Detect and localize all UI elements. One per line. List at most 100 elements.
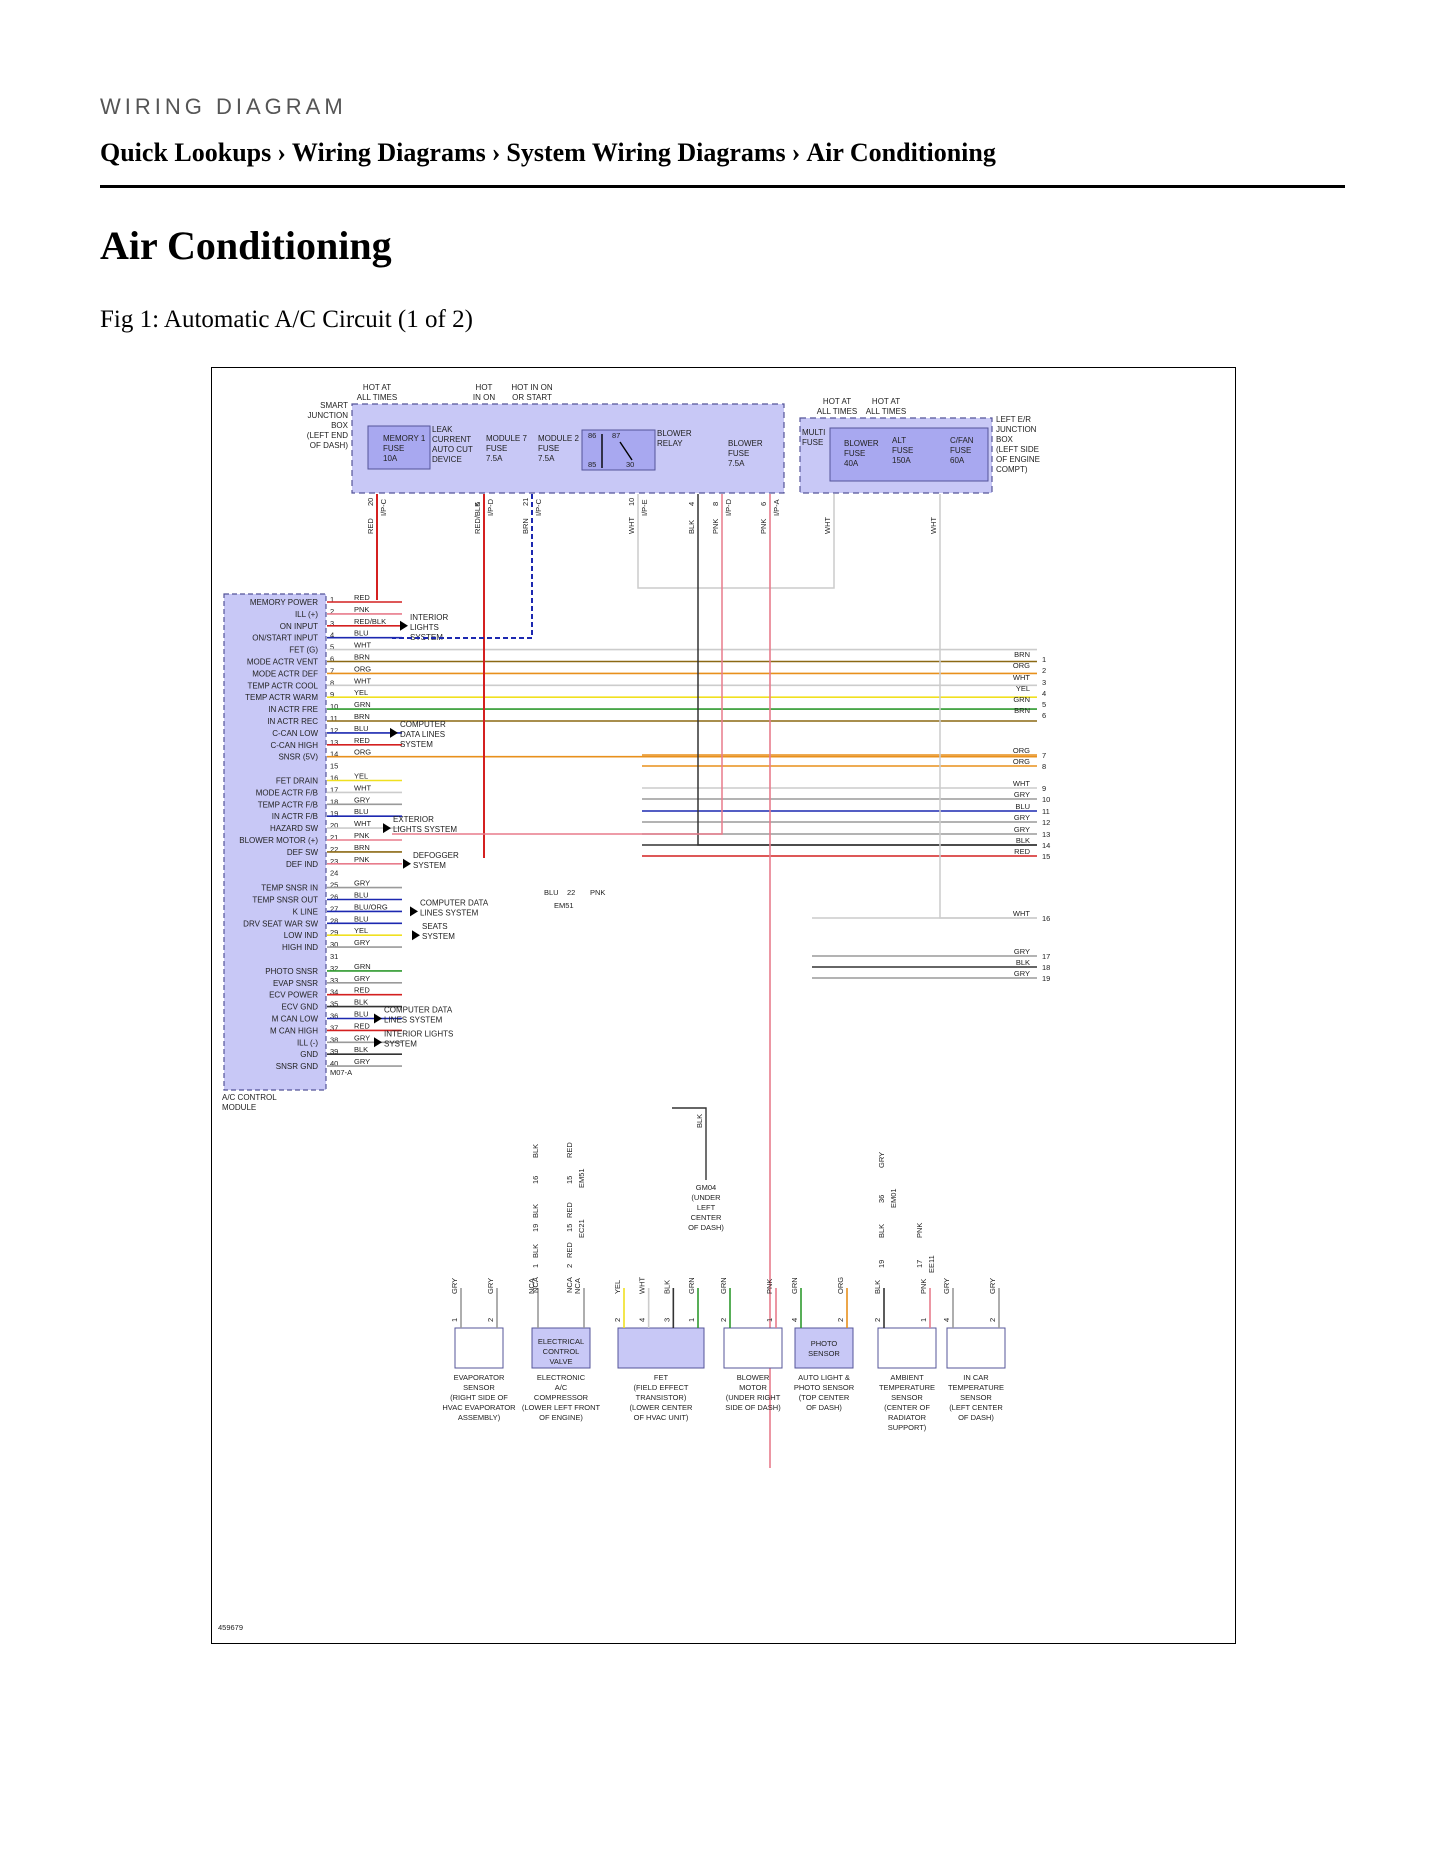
module-pin-number: 13 xyxy=(330,738,338,747)
component-wire-color: GRY xyxy=(988,1278,997,1294)
top-wire-connector-label: I/P-C xyxy=(534,498,543,516)
module7-fuse-label: 7.5A xyxy=(486,454,503,463)
component-name-label: OF ENGINE) xyxy=(539,1413,583,1422)
module-pin-number: 21 xyxy=(330,833,338,842)
page-title: Air Conditioning xyxy=(100,223,392,268)
diagram-id: 459679 xyxy=(218,1623,243,1632)
module-pin-number: 33 xyxy=(330,976,338,985)
leak-current-device-label: DEVICE xyxy=(432,455,462,464)
module-pin-wire-color: WHT xyxy=(354,676,371,685)
relay-pin-label: 85 xyxy=(588,460,596,469)
component-name-label: COMPRESSOR xyxy=(534,1393,589,1402)
breadcrumb-system-wiring-diagrams[interactable]: System Wiring Diagrams xyxy=(506,138,786,167)
connector-pin: 2 xyxy=(565,1264,574,1268)
continuation-number: 12 xyxy=(1042,818,1050,827)
module-pin-number: 35 xyxy=(330,1000,338,1009)
component-name-label: ELECTRONIC xyxy=(537,1373,586,1382)
relay-pin-label: 86 xyxy=(588,431,596,440)
module-pin-number: 25 xyxy=(330,881,338,890)
reference-arrow xyxy=(374,1013,382,1024)
top-wire-color-label: WHT xyxy=(929,517,938,534)
module-pin-name: TEMP ACTR WARM xyxy=(245,693,318,702)
component-name-label: AUTO LIGHT & xyxy=(798,1373,850,1382)
er-junction-box-label: JUNCTION xyxy=(996,425,1037,434)
connector-pin: 17 xyxy=(915,1260,924,1268)
component-name-label: SENSOR xyxy=(463,1383,495,1392)
module-pin-number: 9 xyxy=(330,690,334,699)
module-pin-name: MODE ACTR F/B xyxy=(256,788,318,797)
component-name-label: (LOWER LEFT FRONT xyxy=(522,1403,601,1412)
system-reference-label: COMPUTER DATA xyxy=(420,898,489,907)
component-name-label: BLOWER xyxy=(737,1373,770,1382)
component-wire-color: GRN xyxy=(790,1277,799,1294)
top-wire-color-label: BLK xyxy=(687,520,696,534)
module-pin-name: HAZARD SW xyxy=(270,824,318,833)
module-pin-wire-color: ORG xyxy=(354,664,371,673)
continuation-number: 19 xyxy=(1042,974,1050,983)
system-reference-label: SYSTEM xyxy=(422,932,455,941)
memory-fuse-box xyxy=(367,425,431,470)
ground-label: CENTER xyxy=(691,1213,722,1222)
continuation-color-label: ORG xyxy=(1013,746,1030,755)
memory-fuse-label: FUSE xyxy=(383,444,404,453)
top-wire-color-label: WHT xyxy=(823,517,832,534)
ground-wire xyxy=(672,1107,707,1180)
component-pin: 4 xyxy=(942,1318,951,1322)
component-name-label: TEMPERATURE xyxy=(948,1383,1004,1392)
component-photo xyxy=(794,1327,854,1369)
breadcrumb-current: Air Conditioning xyxy=(806,138,996,167)
breadcrumb-wiring-diagrams[interactable]: Wiring Diagrams xyxy=(291,138,486,167)
module-pin-name: M CAN LOW xyxy=(272,1015,319,1024)
top-wire-connector-label: I/P-E xyxy=(640,499,649,516)
component-evap xyxy=(454,1327,504,1369)
top-wire-color-label: PNK xyxy=(759,519,768,534)
system-reference-label: COMPUTER xyxy=(400,720,446,729)
top-wire-pin-label: 20 xyxy=(366,498,375,506)
system-reference-label: LIGHTS SYSTEM xyxy=(393,825,457,834)
ac-control-module xyxy=(223,593,327,1091)
module-pin-wire-color: RED xyxy=(354,986,370,995)
on-start-input-wire xyxy=(392,494,533,639)
module-pin-wire-color: BLU xyxy=(354,724,369,733)
module-pin-name: ON INPUT xyxy=(280,622,318,631)
connector-wire-color: BLK xyxy=(877,1224,886,1238)
component-pin: 4 xyxy=(790,1318,799,1322)
module-pin-name: FET DRAIN xyxy=(276,777,318,786)
component-name-label: EVAPORATOR xyxy=(454,1373,505,1382)
top-wire-pin-label: 6 xyxy=(759,502,768,506)
component-pin: 1 xyxy=(919,1318,928,1322)
continuation-number: 8 xyxy=(1042,762,1046,771)
module-pin-name: MODE ACTR DEF xyxy=(252,669,318,678)
component-wire-color: PNK xyxy=(919,1279,928,1294)
module-pin-wire-color: BRN xyxy=(354,653,370,662)
figure-caption: Fig 1: Automatic A/C Circuit (1 of 2) xyxy=(100,306,473,333)
reference-arrow xyxy=(390,727,398,738)
power-label: HOT AT xyxy=(363,383,391,392)
component-wire-color: WHT xyxy=(638,1277,647,1294)
connector-label: EM01 xyxy=(889,1188,898,1208)
module-pin-wire-color: BRN xyxy=(354,712,370,721)
top-wire-pin-label: 21 xyxy=(521,498,530,506)
module2-fuse-label: 7.5A xyxy=(538,454,555,463)
breadcrumb-quick-lookups[interactable]: Quick Lookups xyxy=(100,138,272,167)
leak-current-device-label: CURRENT xyxy=(432,435,471,444)
component-pin: 2 xyxy=(988,1318,997,1322)
continuation-number: 4 xyxy=(1042,689,1046,698)
component-name-label: RADIATOR xyxy=(888,1413,927,1422)
component-inner-label: CONTROL xyxy=(543,1347,580,1356)
system-reference-label: COMPUTER DATA xyxy=(384,1006,453,1015)
module-pin-number: 4 xyxy=(330,631,334,640)
module-pin-number: 38 xyxy=(330,1035,338,1044)
wht-right-wire xyxy=(939,494,1037,919)
module-pin-number: 12 xyxy=(330,726,338,735)
connector-pin: 1 xyxy=(531,1264,540,1268)
module-pin-wire-color: PNK xyxy=(354,605,369,614)
component-name-label: SENSOR xyxy=(960,1393,992,1402)
smart-junction-box-label: BOX xyxy=(331,421,349,430)
connector-wire-color: RED xyxy=(565,1202,574,1218)
module-pin-name: LOW IND xyxy=(284,931,318,940)
module7-fuse-label: MODULE 7 xyxy=(486,434,527,443)
connector-wire-color: RED xyxy=(565,1142,574,1158)
top-wire-color-label: BRN xyxy=(521,518,530,534)
